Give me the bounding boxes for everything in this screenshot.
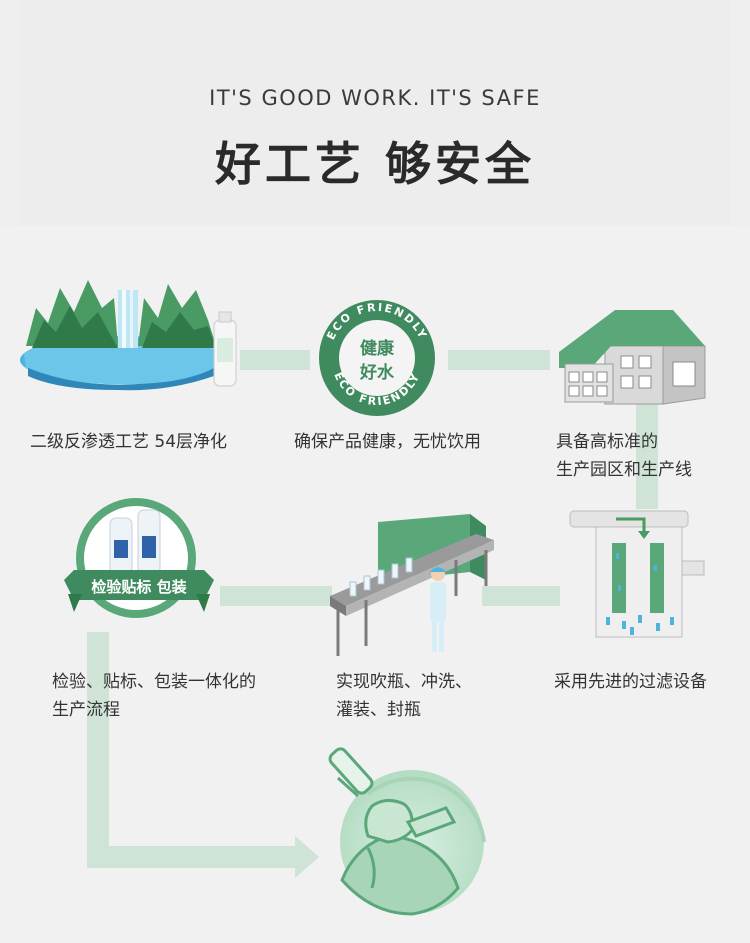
step-5-caption: 实现吹瓶、冲洗、 灌装、封瓶 (336, 672, 472, 720)
ribbon-text: 检验贴标 包装 (91, 578, 187, 596)
page-title: 好工艺 够安全 (214, 137, 535, 191)
step-1-caption: 二级反渗透工艺 54层净化 (30, 432, 228, 452)
connector-6-7-horizontal (87, 846, 302, 868)
connector-2-3 (448, 350, 550, 370)
inspection-badge-icon: 检验贴标 包装 (64, 498, 214, 618)
waterfall-icon (20, 280, 237, 391)
connector-5-6 (220, 586, 332, 606)
factory-house-icon (559, 310, 706, 405)
step-3-caption: 具备高标准的 生产园区和生产线 (556, 432, 692, 480)
connector-3-4 (636, 404, 658, 509)
badge-text-line2: 好水 (359, 362, 395, 383)
badge-text-line1: 健康 (360, 338, 395, 359)
bottling-line-icon (330, 514, 494, 656)
filter-equipment-icon (569, 510, 705, 638)
connector-4-5 (482, 586, 560, 606)
header-card (20, 0, 730, 226)
step-6-caption: 检验、贴标、包装一体化的 生产流程 (52, 672, 256, 720)
connector-1-2 (240, 350, 310, 370)
arrowhead (295, 836, 319, 878)
drinking-person-icon (328, 747, 486, 916)
connector-6-7-vertical (87, 632, 109, 864)
eco-badge-icon: ECO FRIENDLY ECO FRIENDLY 健康 好水 (319, 300, 435, 416)
step-2-caption: 确保产品健康，无忧饮用 (294, 432, 481, 452)
eyebrow-text: IT'S GOOD WORK. IT'S SAFE (209, 86, 541, 110)
step-4-caption: 采用先进的过滤设备 (554, 672, 707, 692)
